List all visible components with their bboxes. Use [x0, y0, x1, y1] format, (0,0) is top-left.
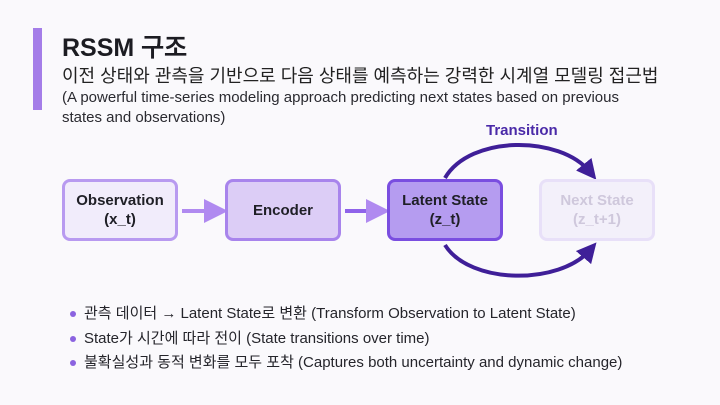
accent-bar — [33, 28, 42, 110]
node-sublabel: (z_t) — [429, 211, 461, 228]
bullet-item: 관측 데이터 → Latent State로 변환 (Transform Obs… — [70, 303, 622, 328]
transition-arc-top — [443, 143, 597, 180]
transition-arc-bottom — [443, 242, 597, 278]
node-sublabel: (x_t) — [104, 211, 136, 228]
bullet-text: 관측 데이터 → Latent State로 변환 (Transform Obs… — [84, 305, 576, 322]
node-label: Latent State — [402, 192, 488, 209]
node-observation: Observation (x_t) — [62, 179, 178, 241]
transition-label: Transition — [486, 122, 558, 139]
bullet-text: State가 시간에 따라 전이 (State transitions over… — [84, 329, 430, 347]
page-title: RSSM 구조 — [62, 34, 188, 62]
page-subtitle: 이전 상태와 관측을 기반으로 다음 상태를 예측하는 강력한 시계열 모델링 … — [62, 66, 659, 86]
bullet-dot-icon — [70, 311, 76, 317]
page-subtitle-english: (A powerful time-series modeling approac… — [62, 89, 619, 126]
node-label: Next State — [560, 192, 634, 209]
bullet-text: 불확실성과 동적 변화를 모두 포착 (Captures both uncert… — [84, 354, 623, 371]
node-latent-state: Latent State (z_t) — [387, 179, 503, 241]
bullet-item: 불확실성과 동적 변화를 모두 포착 (Captures both uncert… — [70, 352, 622, 377]
bullet-dot-icon — [70, 360, 76, 366]
bullet-item: State가 시간에 따라 전이 (State transitions over… — [70, 328, 622, 353]
node-label: Encoder — [252, 201, 313, 219]
node-sublabel: (z_t+1) — [573, 211, 621, 228]
node-encoder: Encoder — [225, 179, 341, 241]
node-label: Observation — [76, 192, 164, 209]
node-next-state: Next State (z_t+1) — [539, 179, 655, 241]
bullet-list: 관측 데이터 → Latent State로 변환 (Transform Obs… — [70, 303, 622, 377]
bullet-dot-icon — [70, 335, 76, 342]
